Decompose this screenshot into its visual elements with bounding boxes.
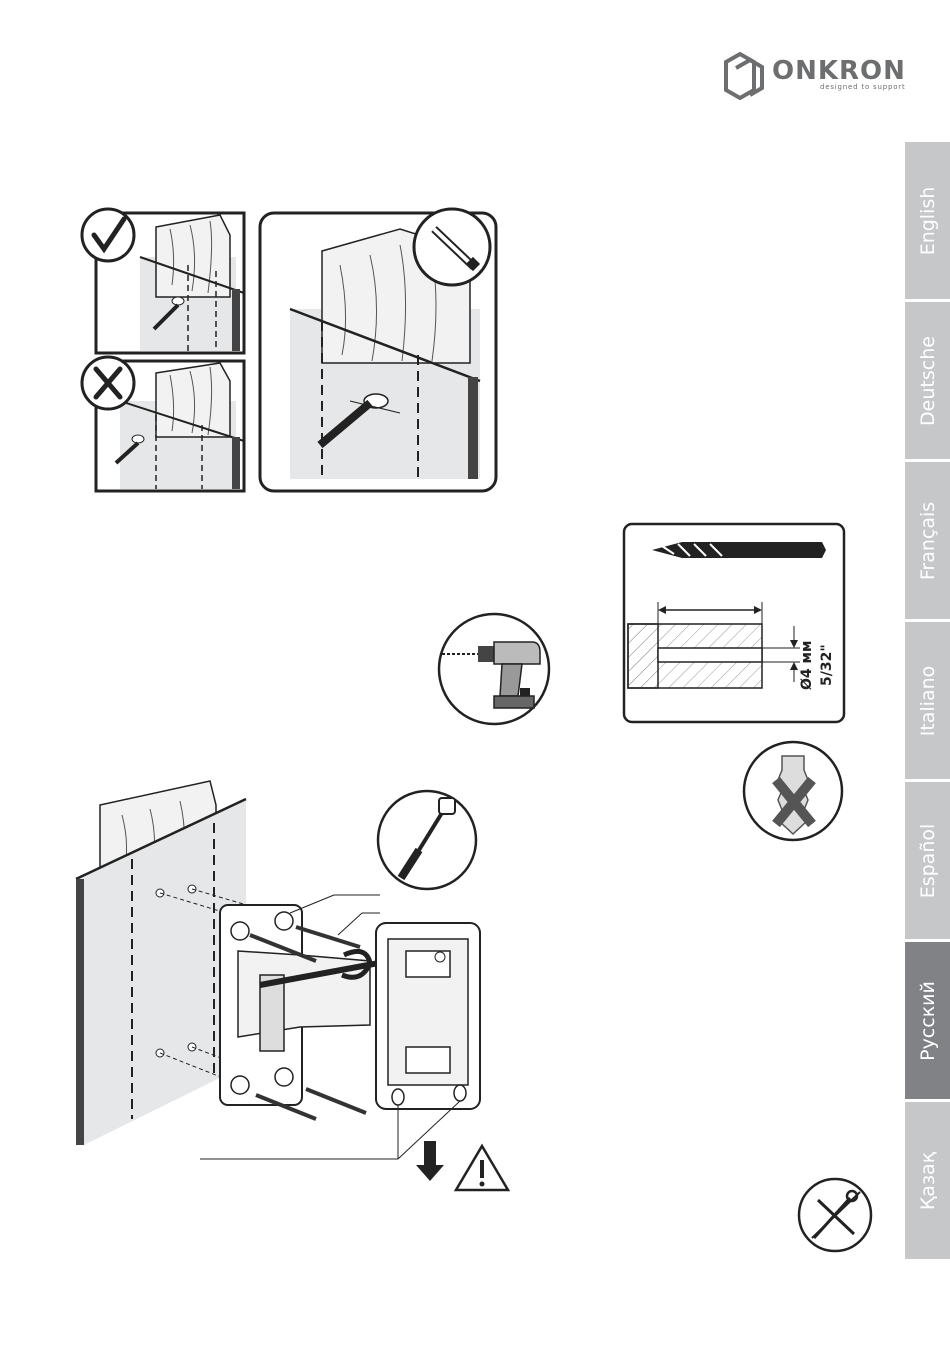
brand-logo: ONKRON designed to support bbox=[722, 50, 912, 102]
tab-kazakh[interactable]: Қазақ bbox=[905, 1102, 950, 1259]
drill-bit-spec-figure bbox=[622, 522, 848, 726]
drill-figure bbox=[436, 612, 552, 726]
tab-espanol[interactable]: Español bbox=[905, 782, 950, 939]
socket-wrench-icon bbox=[375, 788, 479, 892]
drill-diameter-metric: Ø4 мм bbox=[799, 641, 815, 690]
tab-italiano[interactable]: Italiano bbox=[905, 622, 950, 779]
tab-deutsche[interactable]: Deutsche bbox=[905, 302, 950, 459]
brand-name: ONKRON bbox=[772, 56, 906, 86]
stud-marking-figure bbox=[80, 205, 500, 495]
brand-tagline: designed to support bbox=[820, 83, 906, 91]
no-anchor-figure bbox=[742, 740, 844, 842]
warning-icon bbox=[452, 1142, 512, 1194]
drill-icon bbox=[436, 612, 552, 726]
logo-mark-icon bbox=[722, 50, 766, 100]
tab-francais[interactable]: Français bbox=[905, 462, 950, 619]
no-tools-figure bbox=[796, 1176, 874, 1254]
no-tools-icon bbox=[796, 1176, 874, 1254]
drill-diameter-imperial: 5/32" bbox=[819, 644, 835, 686]
warning-figure bbox=[452, 1142, 512, 1194]
language-tabs: English Deutsche Français Italiano Españ… bbox=[905, 142, 950, 1262]
tab-russian[interactable]: Русский bbox=[905, 942, 950, 1099]
drill-diameter-label: Ø4 мм 5/32" bbox=[797, 632, 847, 692]
no-anchor-icon bbox=[742, 740, 844, 842]
tab-english[interactable]: English bbox=[905, 142, 950, 299]
socket-wrench-figure bbox=[375, 788, 479, 892]
